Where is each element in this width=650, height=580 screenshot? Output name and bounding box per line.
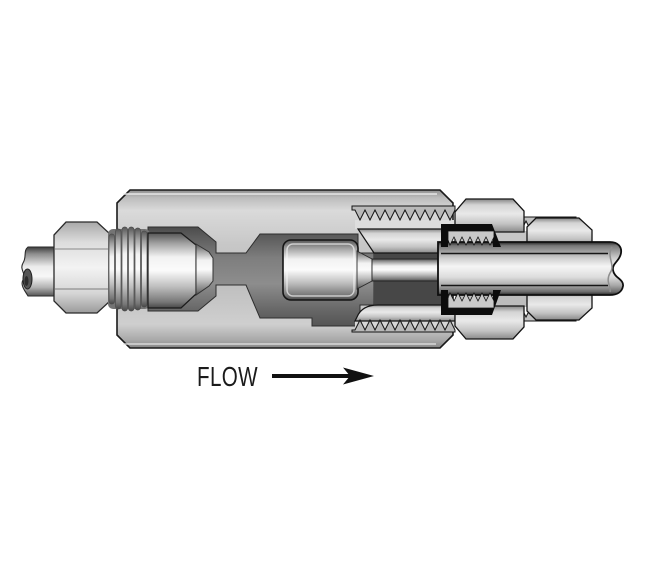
thread-ridge — [141, 230, 148, 308]
male-thread-ridges — [108, 226, 150, 312]
connector-lower-wall — [354, 304, 456, 322]
insert-stem — [371, 258, 443, 282]
thread-ridge — [108, 233, 115, 305]
stub-bore-shadow — [24, 276, 29, 286]
thread-ridge — [121, 226, 128, 312]
ferrule-top — [441, 224, 501, 247]
insert-cylinder — [282, 239, 359, 301]
left-hex-nut — [53, 221, 111, 314]
ferrule-serrations-top — [447, 230, 495, 246]
thread-ridge — [115, 228, 122, 310]
thread-root-strip-bottom — [355, 321, 455, 330]
flow-arrow-head — [343, 367, 374, 385]
ferrule-serrations-bottom — [447, 292, 495, 309]
tube — [437, 241, 624, 296]
tube-wall — [437, 241, 624, 296]
body-thread-interface-top — [351, 205, 456, 222]
insert-highlight — [286, 243, 355, 297]
body-thread-interface-bottom — [351, 318, 456, 333]
tube-nut-bottom — [526, 291, 593, 321]
flow-annotation: FLOW — [197, 361, 374, 392]
insert-cartridge — [282, 239, 443, 301]
thread-ridge — [128, 226, 135, 312]
tube-nut — [526, 217, 593, 321]
flow-label: FLOW — [197, 361, 258, 392]
tube-break-shading — [607, 246, 613, 293]
ferrule-set — [441, 224, 501, 315]
thread-ridge — [134, 227, 141, 311]
fitting-pilot-cylinder — [147, 232, 197, 309]
left-fitting — [21, 221, 214, 314]
connector-hex-top — [454, 198, 525, 233]
flow-arrow — [272, 367, 374, 385]
nozzle-cone-tip — [195, 243, 214, 296]
thread-root-strip-top — [355, 220, 455, 229]
ferrule-bottom — [441, 290, 501, 315]
